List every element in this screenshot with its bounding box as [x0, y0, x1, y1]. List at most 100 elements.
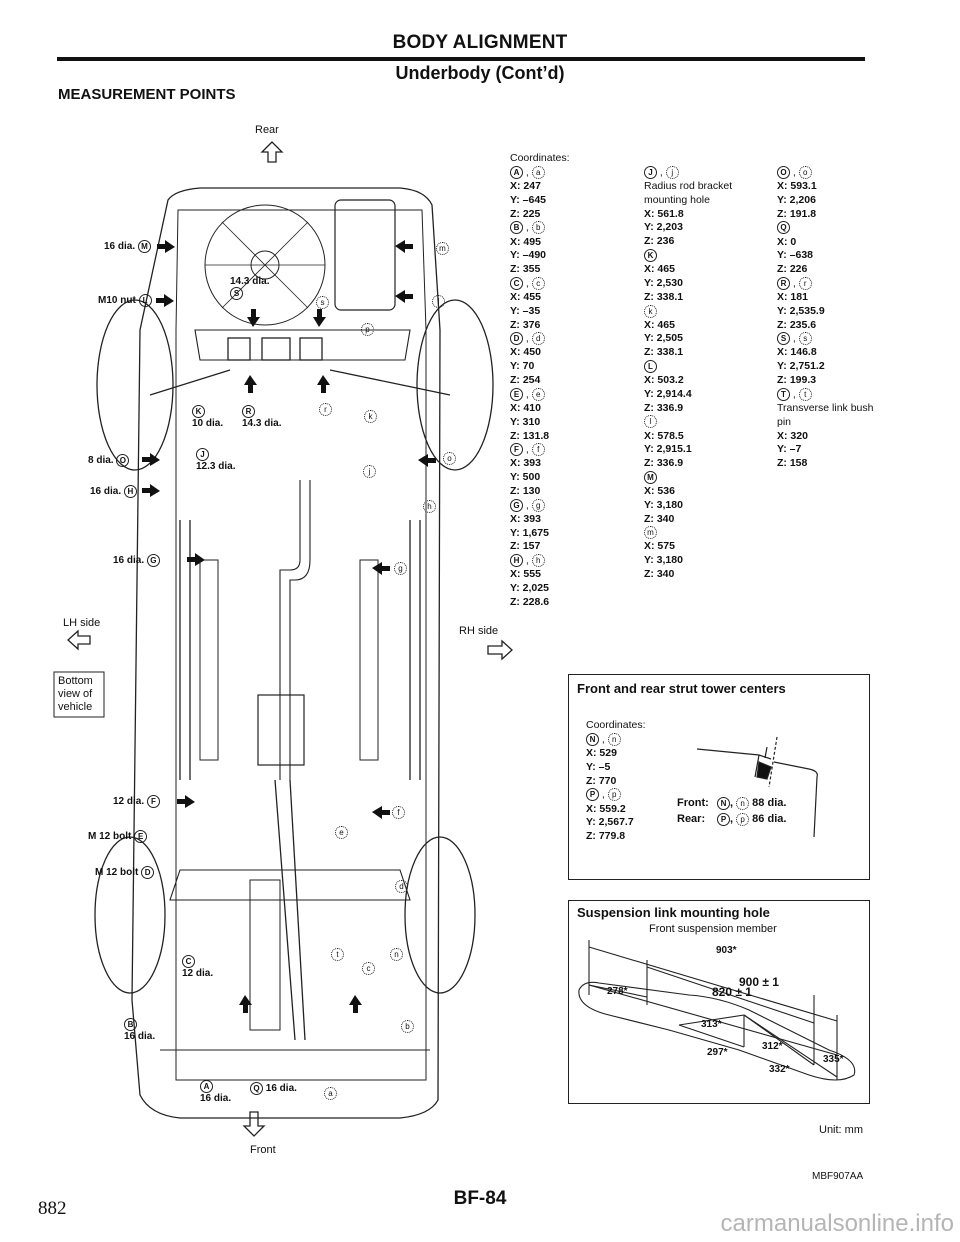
point-marker: B: [510, 221, 523, 235]
underbody-diagram: Rear Front LH side RH side Bottom view o…: [53, 124, 513, 1156]
marker-r: r: [319, 403, 332, 416]
coordinate-x: X: 393: [510, 457, 541, 470]
point-marker: p: [607, 788, 621, 802]
coordinate-x: X: 561.8: [644, 207, 684, 220]
strut-box-title: Front and rear strut tower centers: [577, 681, 786, 696]
coordinate-points: P , p: [586, 788, 634, 802]
coordinate-y: Y: 3,180: [644, 554, 683, 567]
point-marker: P: [586, 788, 599, 802]
point-marker: E: [510, 387, 523, 401]
dim-903: 903*: [716, 945, 737, 956]
coordinate-y: Y: 310: [510, 415, 541, 428]
coordinate-points: D , d: [510, 332, 610, 346]
coordinate-y: Y: 2,751.2: [777, 360, 825, 373]
coordinate-y: Y: 2,915.1: [644, 443, 692, 456]
point-marker: J: [644, 166, 657, 179]
front-arrow-icon: [242, 1111, 266, 1137]
point-marker: h: [531, 554, 545, 568]
coordinate-x: X: 536: [644, 485, 675, 498]
callout-text: 12.3 dia.: [196, 461, 236, 472]
coordinate-points: E , e: [510, 387, 610, 402]
unit-label: Unit: mm: [819, 1124, 863, 1136]
coordinate-x: X: 320: [777, 429, 808, 442]
callout-text: 16 dia.: [104, 241, 136, 253]
callout-F: 12 dia. F: [113, 795, 160, 808]
dim-332: 332*: [769, 1064, 790, 1075]
strut-legend-size: 88 dia.: [749, 797, 787, 809]
marker-j: j: [363, 465, 376, 478]
coordinate-points: T , t: [777, 387, 877, 402]
coordinate-points: N , n: [586, 733, 634, 747]
coordinate-z: Z: 158: [777, 457, 808, 470]
title-rule: [57, 57, 865, 61]
marker-k: k: [364, 410, 377, 423]
coordinate-x: X: 555: [510, 568, 541, 581]
bottom-view-line: vehicle: [58, 701, 93, 713]
point-marker: l: [644, 415, 657, 429]
section-heading: MEASUREMENT POINTS: [58, 86, 236, 103]
callout-H: 16 dia. H: [90, 485, 137, 498]
coordinate-z: Z: 338.1: [644, 346, 684, 359]
coordinate-y: Y: –7: [777, 443, 802, 456]
marker-p: p: [361, 323, 374, 336]
coordinate-y: Y: 2,567.7: [586, 816, 634, 829]
rear-arrow-icon: [260, 141, 284, 163]
page-title: BODY ALIGNMENT: [392, 32, 568, 53]
callout-text: 12 dia.: [182, 968, 214, 979]
coordinate-z: Z: 355: [510, 263, 541, 276]
watermark: carmanualsonline.info: [720, 1210, 954, 1237]
point-marker: L: [138, 294, 152, 307]
point-marker: S: [230, 287, 243, 300]
coordinate-x: X: 146.8: [777, 346, 817, 359]
callout-text: M 12 bolt: [88, 831, 132, 843]
dim-900: 900 ± 1: [739, 975, 779, 989]
callout-M: 16 dia. M: [104, 240, 151, 253]
callout-Q: Q 16 dia.: [250, 1082, 297, 1095]
point-marker: H: [123, 485, 137, 498]
point-marker: N: [717, 796, 730, 810]
coordinate-points: O , o: [777, 166, 877, 180]
coordinate-points: M: [644, 470, 754, 485]
point-marker: B: [124, 1018, 137, 1031]
strut-legend-label: Front:: [677, 797, 709, 809]
point-marker: a: [531, 166, 545, 179]
suspension-box-title: Suspension link mounting hole: [577, 905, 770, 920]
coordinate-y: Y: –645: [510, 193, 546, 206]
point-marker: g: [531, 498, 545, 512]
callout-O: 8 dia. O: [88, 454, 130, 467]
coordinate-z: Z: 130: [510, 485, 541, 498]
coordinate-x: X: 181: [777, 291, 808, 304]
marker-s: s: [316, 296, 329, 309]
point-marker: s: [798, 332, 812, 346]
coordinate-y: Y: 3,180: [644, 498, 683, 511]
point-marker: n: [607, 733, 621, 746]
coordinate-x: X: 578.5: [644, 429, 684, 442]
marker-l: l: [432, 295, 445, 308]
dim-313: 313*: [701, 1019, 722, 1030]
point-marker: e: [531, 387, 545, 401]
rear-label: Rear: [255, 124, 279, 136]
front-label: Front: [250, 1144, 276, 1156]
strut-legend-row: Front:N, n 88 dia.: [677, 796, 787, 810]
coordinate-z: Z: 131.8: [510, 429, 550, 442]
point-marker: d: [531, 332, 545, 346]
point-marker: Q: [777, 221, 790, 235]
coordinate-y: Y: 500: [510, 471, 541, 484]
coordinate-x: X: 495: [510, 235, 541, 248]
coordinate-z: Z: 225: [510, 207, 541, 220]
point-marker: c: [531, 276, 545, 290]
callout-G: 16 dia. G: [113, 554, 160, 567]
point-marker: Q: [250, 1082, 263, 1095]
bottom-view-box: [53, 671, 105, 718]
coordinate-y: Y: –638: [777, 249, 813, 262]
coordinate-x: X: 575: [644, 540, 675, 553]
coordinate-z: Z: 336.9: [644, 401, 684, 414]
